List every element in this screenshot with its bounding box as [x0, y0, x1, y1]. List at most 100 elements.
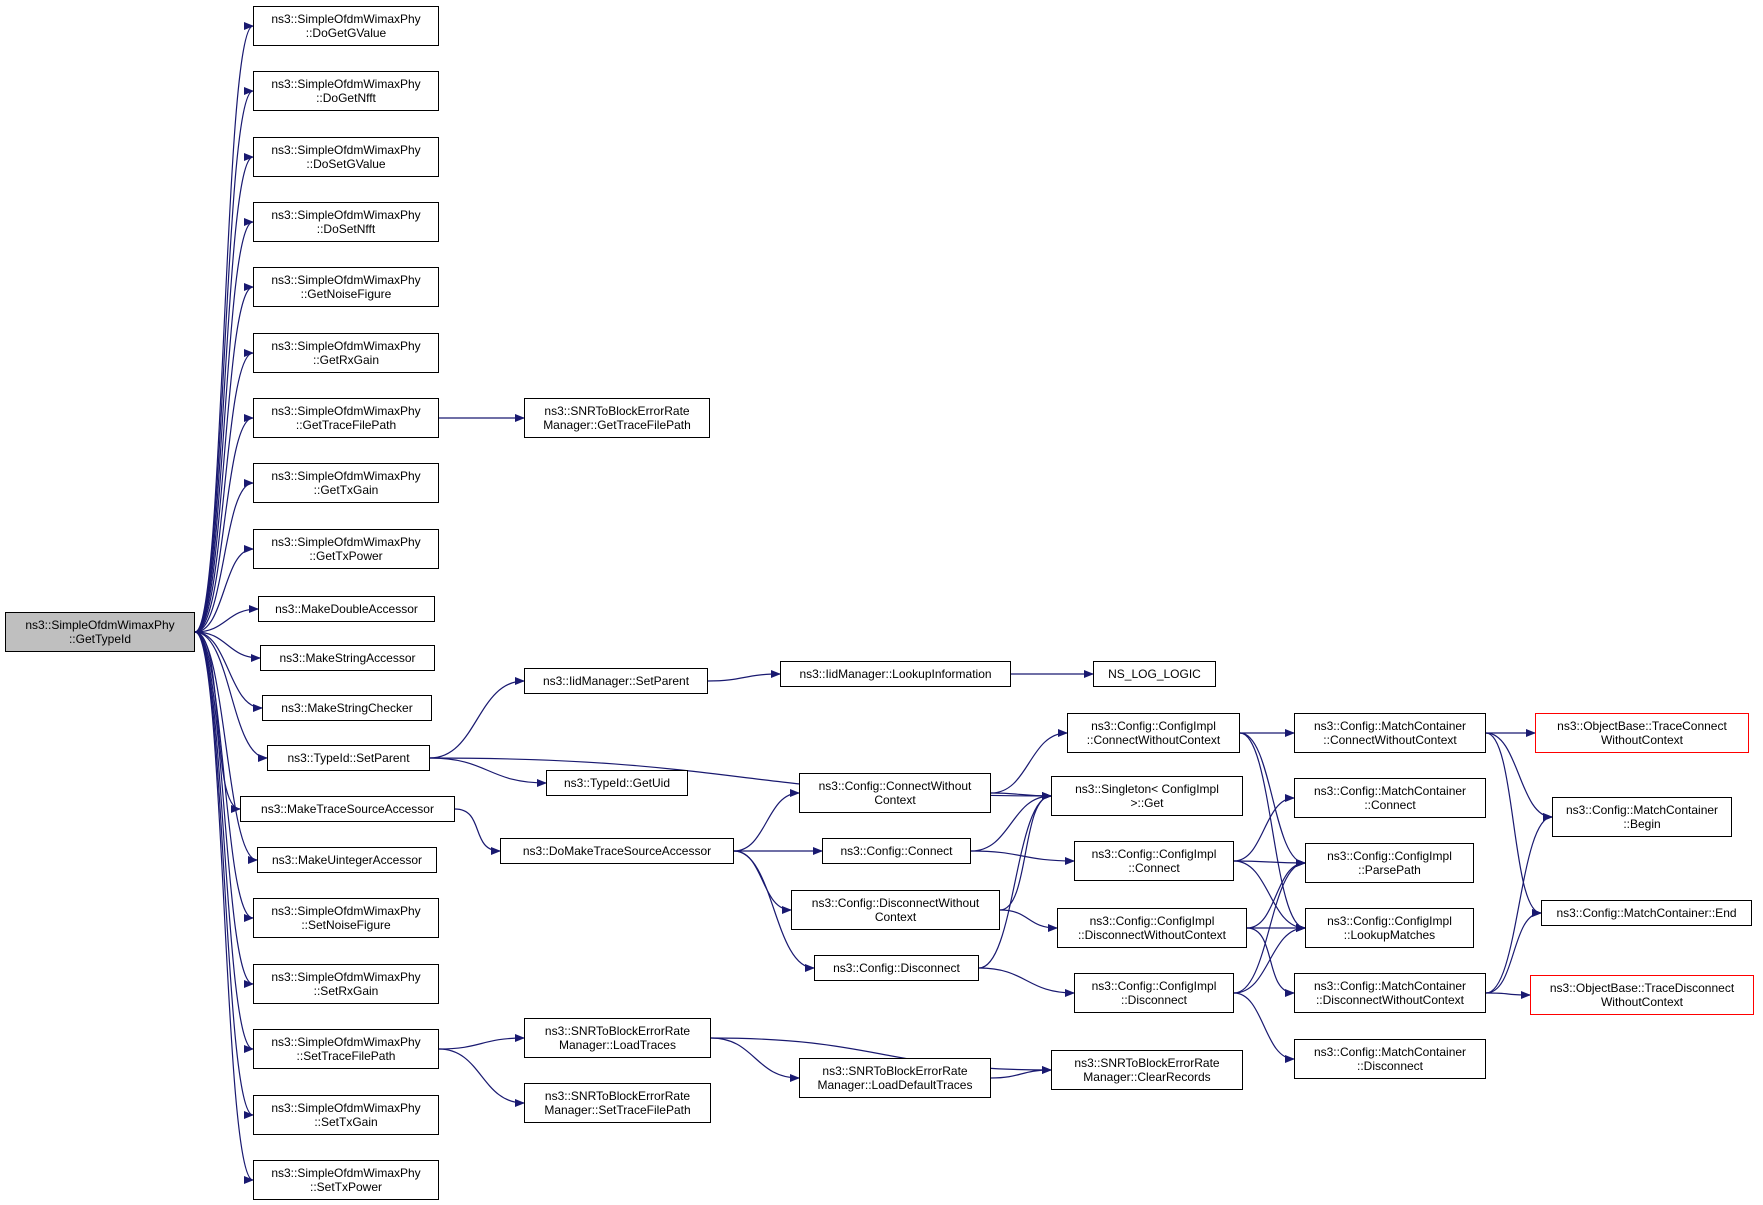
node-label-line: ns3::Config::MatchContainer::End: [1556, 906, 1737, 920]
edge-mcDisconnectWithoutContext-to-obTraceDisconnectWithoutContext: [1485, 990, 1531, 999]
node-label-line: ns3::SimpleOfdmWimaxPhy: [271, 404, 421, 418]
node-setTraceFilePath[interactable]: ns3::SimpleOfdmWimaxPhy::SetTraceFilePat…: [253, 1029, 439, 1069]
node-typeIdSetParent[interactable]: ns3::TypeId::SetParent: [267, 745, 430, 771]
edge-snrLoadTraces-to-snrLoadDefaultTraces: [710, 1037, 800, 1082]
node-setRxGain[interactable]: ns3::SimpleOfdmWimaxPhy::SetRxGain: [253, 964, 439, 1004]
node-label-line: ::Connect: [1128, 861, 1180, 875]
edge-implDisconnect-to-mcDisconnect: [1233, 992, 1295, 1063]
node-doSetNfft[interactable]: ns3::SimpleOfdmWimaxPhy::DoSetNfft: [253, 202, 439, 242]
edge-doMakeTraceSourceAccessor-to-configDisconnect: [733, 850, 815, 972]
edge-mcConnectWithoutContext-to-mcEnd: [1485, 732, 1542, 917]
node-makeStringChecker[interactable]: ns3::MakeStringChecker: [262, 695, 432, 721]
node-setTxPower[interactable]: ns3::SimpleOfdmWimaxPhy::SetTxPower: [253, 1160, 439, 1200]
node-makeDoubleAccessor[interactable]: ns3::MakeDoubleAccessor: [258, 596, 435, 622]
node-label-line: ::GetRxGain: [312, 353, 380, 367]
node-label-line: ::SetTraceFilePath: [296, 1049, 396, 1063]
edge-root-to-makeDoubleAccessor: [194, 605, 259, 633]
node-label-line: ::ConnectWithoutContext: [1086, 733, 1221, 747]
node-getTxGain[interactable]: ns3::SimpleOfdmWimaxPhy::GetTxGain: [253, 463, 439, 503]
node-singletonGet[interactable]: ns3::Singleton< ConfigImpl>::Get: [1051, 776, 1243, 816]
node-implParsePath[interactable]: ns3::Config::ConfigImpl::ParsePath: [1305, 843, 1474, 883]
edge-typeIdSetParent-to-typeIdGetUid: [429, 757, 547, 787]
edge-root-to-getTxPower: [194, 545, 254, 633]
node-mcDisconnect[interactable]: ns3::Config::MatchContainer::Disconnect: [1294, 1039, 1486, 1079]
node-doGetNfft[interactable]: ns3::SimpleOfdmWimaxPhy::DoGetNfft: [253, 71, 439, 111]
node-label-line: ns3::SimpleOfdmWimaxPhy: [271, 12, 421, 26]
node-label-line: NS_LOG_LOGIC: [1108, 667, 1201, 681]
node-label-line: ::Begin: [1623, 817, 1661, 831]
node-label-line: ns3::SimpleOfdmWimaxPhy: [271, 339, 421, 353]
node-getNoiseFigure[interactable]: ns3::SimpleOfdmWimaxPhy::GetNoiseFigure: [253, 267, 439, 307]
node-makeUintegerAccessor[interactable]: ns3::MakeUintegerAccessor: [257, 847, 437, 873]
node-label-line: ns3::SNRToBlockErrorRate: [544, 1089, 691, 1103]
node-label-line: ns3::MakeDoubleAccessor: [275, 602, 418, 616]
node-typeIdGetUid[interactable]: ns3::TypeId::GetUid: [546, 770, 688, 796]
edge-root-to-setTxGain: [194, 631, 254, 1119]
node-label-line: ns3::TypeId::GetUid: [563, 776, 671, 790]
node-label-line: ::Connect: [1364, 798, 1416, 812]
edge-configDisconnect-to-implDisconnect: [978, 967, 1075, 997]
node-implLookupMatches[interactable]: ns3::Config::ConfigImpl::LookupMatches: [1305, 908, 1474, 948]
node-root[interactable]: ns3::SimpleOfdmWimaxPhy::GetTypeId: [5, 612, 195, 652]
node-label-line: ns3::ObjectBase::TraceConnect: [1557, 719, 1727, 733]
edge-mcConnectWithoutContext-to-mcBegin: [1485, 732, 1553, 821]
node-doSetGValue[interactable]: ns3::SimpleOfdmWimaxPhy::DoSetGValue: [253, 137, 439, 177]
node-label-line: ns3::Config::MatchContainer: [1313, 979, 1467, 993]
node-label-line: ::GetTypeId: [68, 632, 132, 646]
node-mcBegin[interactable]: ns3::Config::MatchContainer::Begin: [1552, 797, 1732, 837]
node-label-line: ::DoGetNfft: [316, 91, 376, 105]
node-label-line: ::SetTxGain: [314, 1115, 378, 1129]
node-setNoiseFigure[interactable]: ns3::SimpleOfdmWimaxPhy::SetNoiseFigure: [253, 898, 439, 938]
node-mcConnectWithoutContext[interactable]: ns3::Config::MatchContainer::ConnectWith…: [1294, 713, 1486, 753]
node-doMakeTraceSourceAccessor[interactable]: ns3::DoMakeTraceSourceAccessor: [500, 838, 734, 864]
node-getTraceFilePath[interactable]: ns3::SimpleOfdmWimaxPhy::GetTraceFilePat…: [253, 398, 439, 438]
node-getTxPower[interactable]: ns3::SimpleOfdmWimaxPhy::GetTxPower: [253, 529, 439, 569]
node-label-line: Manager::LoadDefaultTraces: [817, 1078, 973, 1092]
node-getRxGain[interactable]: ns3::SimpleOfdmWimaxPhy::GetRxGain: [253, 333, 439, 373]
node-nsLogLogic[interactable]: NS_LOG_LOGIC: [1093, 661, 1216, 687]
node-label-line: ns3::ObjectBase::TraceDisconnect: [1549, 981, 1735, 995]
node-label-line: ns3::TypeId::SetParent: [287, 751, 410, 765]
node-iidSetParent[interactable]: ns3::IidManager::SetParent: [524, 668, 708, 694]
node-label-line: ns3::SNRToBlockErrorRate: [822, 1064, 968, 1078]
node-mcDisconnectWithoutContext[interactable]: ns3::Config::MatchContainer::DisconnectW…: [1294, 973, 1486, 1013]
edge-root-to-getTxGain: [194, 479, 254, 633]
edge-root-to-doSetGValue: [194, 153, 254, 633]
node-implDisconnectWithoutContext[interactable]: ns3::Config::ConfigImpl::DisconnectWitho…: [1057, 908, 1247, 948]
node-mcEnd[interactable]: ns3::Config::MatchContainer::End: [1541, 900, 1752, 926]
edge-root-to-setRxGain: [194, 631, 254, 988]
node-implConnectWithoutContext[interactable]: ns3::Config::ConfigImpl::ConnectWithoutC…: [1067, 713, 1240, 753]
node-label-line: ns3::SimpleOfdmWimaxPhy: [271, 970, 421, 984]
node-label-line: ns3::SimpleOfdmWimaxPhy: [271, 208, 421, 222]
node-implConnect[interactable]: ns3::Config::ConfigImpl::Connect: [1074, 841, 1234, 881]
node-label-line: ::Disconnect: [1356, 1059, 1424, 1073]
node-setTxGain[interactable]: ns3::SimpleOfdmWimaxPhy::SetTxGain: [253, 1095, 439, 1135]
node-label-line: ::DoSetNfft: [316, 222, 376, 236]
node-label-line: ns3::SimpleOfdmWimaxPhy: [271, 1101, 421, 1115]
node-configConnect[interactable]: ns3::Config::Connect: [822, 838, 971, 864]
node-configDisconnect[interactable]: ns3::Config::Disconnect: [814, 955, 979, 981]
node-mcConnect[interactable]: ns3::Config::MatchContainer::Connect: [1294, 778, 1486, 818]
edge-configConnect-to-singletonGet: [970, 792, 1052, 852]
node-implDisconnect[interactable]: ns3::Config::ConfigImpl::Disconnect: [1074, 973, 1234, 1013]
node-makeStringAccessor[interactable]: ns3::MakeStringAccessor: [260, 645, 435, 671]
node-label-line: ns3::SimpleOfdmWimaxPhy: [271, 77, 421, 91]
node-iidLookupInformation[interactable]: ns3::IidManager::LookupInformation: [780, 661, 1011, 687]
edge-root-to-setTxPower: [194, 631, 254, 1184]
node-label-line: ns3::Config::ConfigImpl: [1091, 719, 1216, 733]
node-label-line: ns3::Singleton< ConfigImpl: [1075, 782, 1219, 796]
node-doGetGValue[interactable]: ns3::SimpleOfdmWimaxPhy::DoGetGValue: [253, 6, 439, 46]
edge-root-to-makeUintegerAccessor: [194, 631, 258, 864]
node-label-line: ns3::SimpleOfdmWimaxPhy: [271, 904, 421, 918]
node-label-line: ns3::Config::MatchContainer: [1313, 1045, 1467, 1059]
node-makeTraceSourceAccessor[interactable]: ns3::MakeTraceSourceAccessor: [240, 796, 455, 822]
